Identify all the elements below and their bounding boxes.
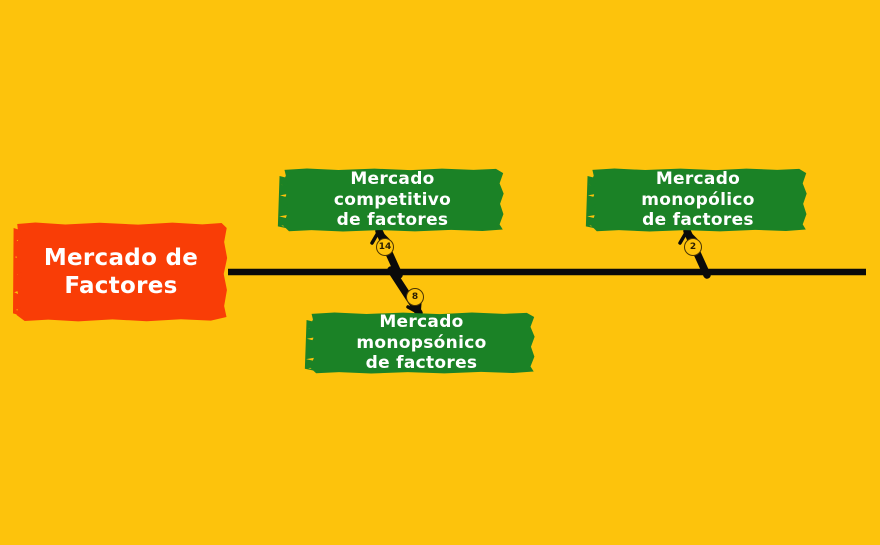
connector-badge-monopsonico[interactable]: 8	[406, 288, 424, 306]
connector-badge-monopolico[interactable]: 2	[684, 238, 702, 256]
connector-badge-competitivo[interactable]: 14	[376, 238, 394, 256]
branch-node-mercado-monopolico[interactable]: Mercado monopólico de factores	[588, 168, 808, 232]
branch-node-mercado-monopsonico[interactable]: Mercado monopsónico de factores	[307, 312, 536, 374]
root-node-label: Mercado de Factores	[43, 244, 199, 299]
branch-node-label: Mercado monopólico de factores	[641, 168, 755, 231]
branch-node-label: Mercado competitivo de factores	[333, 168, 452, 231]
root-node-mercado-de-factores[interactable]: Mercado de Factores	[14, 222, 228, 322]
branch-node-mercado-competitivo[interactable]: Mercado competitivo de factores	[280, 168, 505, 232]
branch-node-label: Mercado monopsónico de factores	[356, 311, 487, 374]
